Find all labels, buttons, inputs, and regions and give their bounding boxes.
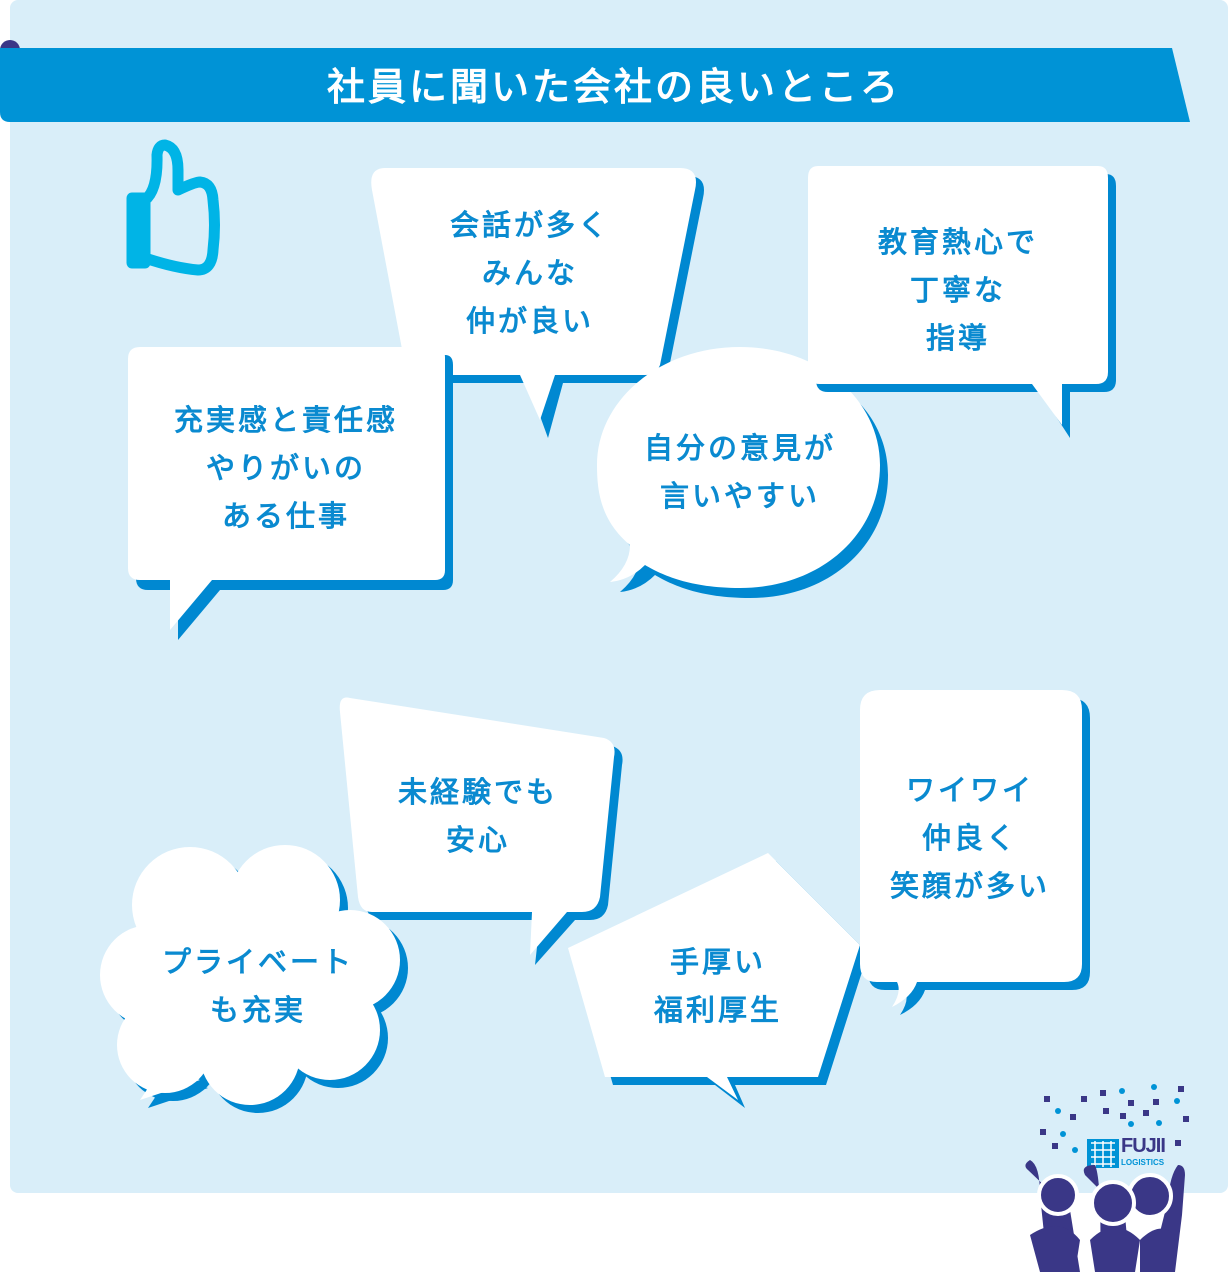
bubble-line: みんな <box>481 256 579 290</box>
logo-sub: LOGISTICS <box>1121 1158 1165 1167</box>
bubble-line: 笑顔が多い <box>889 869 1051 903</box>
bubble-line: やりがいの <box>205 451 367 485</box>
thumbs-up-icon <box>126 139 220 276</box>
fujii-logo-mark <box>1087 1139 1119 1168</box>
bubble-conversation: 会話が多く みんな 仲が良い <box>450 201 610 345</box>
bubble-line: 自分の意見が <box>643 431 837 465</box>
bubble-line: ワイワイ <box>905 773 1035 807</box>
bubble-line: プライベート <box>161 945 355 979</box>
page-title: 社員に聞いた会社の良いところ <box>326 65 901 109</box>
bubble-fulfillment: 充実感と責任感 やりがいの ある仕事 <box>174 396 398 540</box>
bubble-friendly: ワイワイ 仲良く 笑顔が多い <box>890 766 1050 910</box>
title-banner <box>0 48 1190 122</box>
bubble-line: ある仕事 <box>221 499 351 533</box>
bubble-private-life: プライベート も充実 <box>162 938 354 1034</box>
bubble-benefits: 手厚い 福利厚生 <box>654 938 782 1034</box>
cheering-people-illustration <box>1025 1160 1185 1272</box>
bubble-shapes <box>100 166 1116 1113</box>
bubble-line: 会話が多く <box>449 208 611 242</box>
bubble-line: 福利厚生 <box>653 993 783 1027</box>
bubble-line: 充実感と責任感 <box>173 403 399 437</box>
bubble-line: 指導 <box>925 321 991 355</box>
bubble-line: 仲が良い <box>465 304 595 338</box>
bubble-inexperienced: 未経験でも 安心 <box>398 768 558 864</box>
bubble-line: も充実 <box>209 993 307 1027</box>
bubble-line: 仲良く <box>921 821 1019 855</box>
bubble-line: 教育熱心で <box>877 225 1039 259</box>
bubble-line: 言いやすい <box>659 479 821 513</box>
bubble-line: 未経験でも <box>397 775 559 809</box>
bubble-opinions: 自分の意見が 言いやすい <box>644 424 836 520</box>
bubble-line: 手厚い <box>669 945 767 979</box>
bubble-line: 丁寧な <box>909 273 1007 307</box>
bubble-line: 安心 <box>445 823 511 857</box>
confetti <box>1040 1084 1189 1153</box>
bubble-education: 教育熱心で 丁寧な 指導 <box>878 218 1038 362</box>
logo-name: FUJII <box>1121 1135 1166 1157</box>
